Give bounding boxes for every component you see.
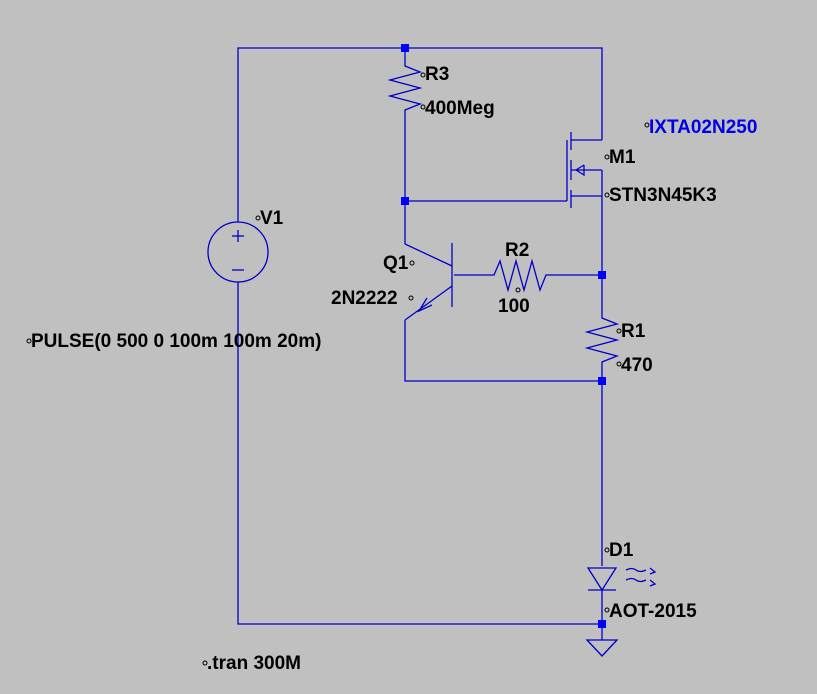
r3-ref-label[interactable]: R3 xyxy=(425,64,449,85)
junction-source xyxy=(598,271,606,279)
r1-value-label[interactable]: 470 xyxy=(621,355,653,376)
junction-r1-bottom xyxy=(598,377,606,385)
junction-ground xyxy=(598,620,606,628)
transistor-q1[interactable] xyxy=(404,243,453,321)
q1-ref-label[interactable]: Q1 xyxy=(383,253,409,274)
m1-alt-model-label[interactable]: IXTA02N250 xyxy=(649,117,757,138)
junctions xyxy=(401,44,606,628)
junction-gate xyxy=(401,197,409,205)
mosfet-m1[interactable] xyxy=(566,132,603,208)
d1-ref-label[interactable]: D1 xyxy=(609,540,634,561)
wire-q1-emitter[interactable] xyxy=(404,320,602,382)
v1-ref-label[interactable]: V1 xyxy=(260,208,284,229)
r2-ref-label[interactable]: R2 xyxy=(505,240,529,261)
wire-ground-rail[interactable] xyxy=(237,282,602,625)
resistor-r3[interactable] xyxy=(387,58,423,118)
m1-ref-label[interactable]: M1 xyxy=(609,147,636,168)
m1-value-label[interactable]: STN3N45K3 xyxy=(609,185,717,206)
r3-value-label[interactable]: 400Meg xyxy=(425,98,495,119)
label-anchors xyxy=(26,72,650,666)
r2-value-label[interactable]: 100 xyxy=(498,296,530,317)
labels: R3 400Meg IXTA02N250 M1 STN3N45K3 V1 PUL… xyxy=(31,64,757,674)
resistor-r2[interactable] xyxy=(487,258,550,293)
q1-value-label[interactable]: 2N2222 xyxy=(331,288,398,309)
spice-directive[interactable]: .tran 300M xyxy=(207,653,301,674)
led-d1[interactable] xyxy=(586,567,657,592)
ground-symbol xyxy=(585,639,619,657)
d1-value-label[interactable]: AOT-2015 xyxy=(609,601,697,622)
voltage-source-v1[interactable] xyxy=(207,221,269,283)
junction-top xyxy=(401,44,409,52)
wires xyxy=(237,47,603,640)
resistor-r1[interactable] xyxy=(584,312,620,372)
v1-value-label[interactable]: PULSE(0 500 0 100m 100m 20m) xyxy=(31,331,321,352)
wire-top-rail[interactable] xyxy=(237,47,603,222)
r1-ref-label[interactable]: R1 xyxy=(621,321,646,342)
